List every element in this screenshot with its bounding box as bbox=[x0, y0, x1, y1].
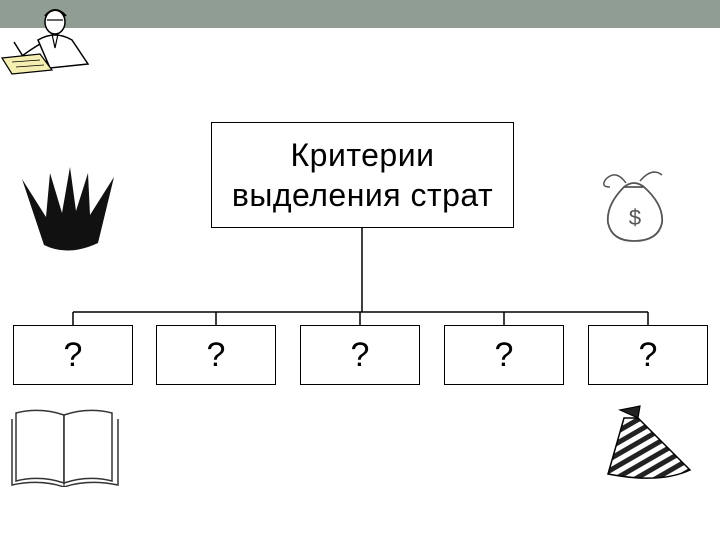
child-node-2: ? bbox=[156, 325, 276, 385]
child-label: ? bbox=[206, 335, 226, 374]
top-decorative-bar bbox=[0, 0, 720, 28]
child-node-1: ? bbox=[13, 325, 133, 385]
child-label: ? bbox=[494, 335, 514, 374]
child-node-4: ? bbox=[444, 325, 564, 385]
child-label: ? bbox=[638, 335, 658, 374]
scholar-writing-icon bbox=[0, 9, 90, 75]
money-bag-icon: $ bbox=[603, 171, 664, 242]
child-node-3: ? bbox=[300, 325, 420, 385]
necktie-icon bbox=[607, 405, 692, 479]
svg-text:$: $ bbox=[629, 205, 641, 230]
child-label: ? bbox=[350, 335, 370, 374]
child-node-5: ? bbox=[588, 325, 708, 385]
root-label-line2: выделения страт bbox=[231, 177, 494, 213]
child-label: ? bbox=[63, 335, 83, 374]
root-node: Критерии выделения страт bbox=[211, 122, 514, 228]
crown-icon bbox=[22, 167, 114, 251]
open-book-icon bbox=[11, 409, 119, 487]
root-label-line1: Критерии bbox=[290, 137, 435, 173]
